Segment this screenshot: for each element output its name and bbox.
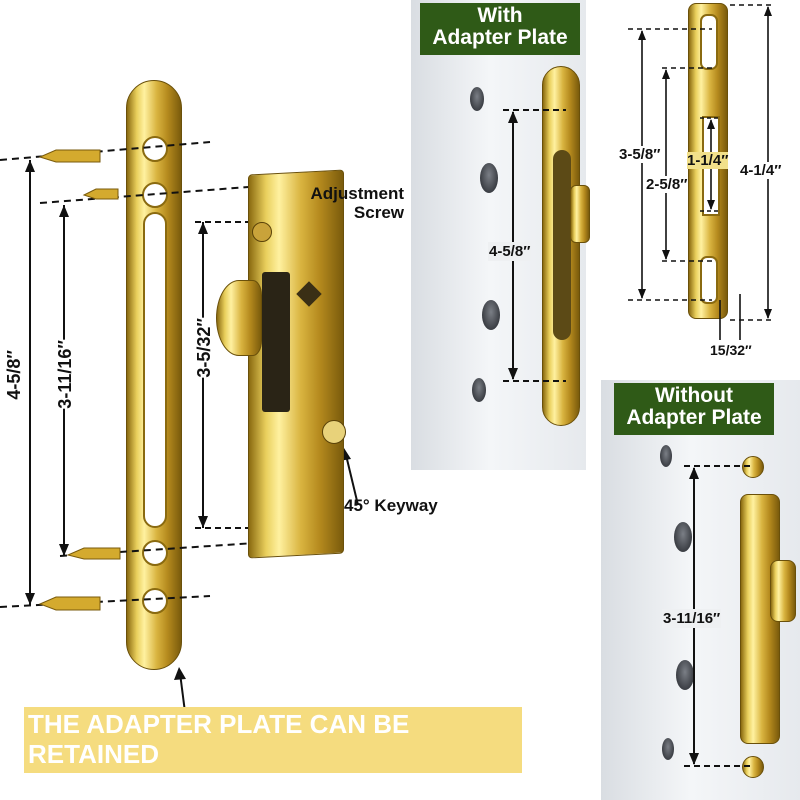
- strike-slot-bot: [700, 256, 718, 304]
- installed-plate-slot: [553, 150, 571, 340]
- installed-latch-no-plate: [770, 560, 796, 622]
- info-banner: THE ADAPTER PLATE CAN BE RETAINED OR REM…: [24, 707, 522, 799]
- strike-slot-top: [700, 14, 718, 70]
- dim-strike-a: 3-5/8″: [619, 146, 661, 163]
- dim-strike-b: 1-1/4″: [687, 152, 729, 169]
- keyway-label: 45° Keyway: [344, 496, 438, 515]
- door-hole: [660, 445, 672, 467]
- without-plate-label: Without Adapter Plate: [614, 383, 774, 435]
- adapter-plate-hole-bot1: [142, 540, 168, 566]
- keyway-slot: [322, 420, 346, 444]
- adapter-plate-slot: [143, 212, 167, 528]
- door-hole: [676, 660, 694, 690]
- dim-strike-d: 4-1/4″: [740, 162, 782, 179]
- adapter-plate-hole-top2: [142, 182, 168, 208]
- latch-hook: [216, 280, 262, 356]
- door-hole: [470, 87, 484, 111]
- door-hole: [480, 163, 498, 193]
- screw-icon: [38, 149, 121, 611]
- adjustment-screw-head: [252, 222, 272, 242]
- adapter-plate-hole-top1: [142, 136, 168, 162]
- dim-without-plate: 3-11/16″: [662, 609, 722, 628]
- door-hole: [472, 378, 486, 402]
- installed-latch: [570, 185, 590, 243]
- door-hole: [674, 522, 692, 552]
- screw-head-bottom: [742, 756, 764, 778]
- adapter-plate-hole-bot2: [142, 588, 168, 614]
- door-hole: [662, 738, 674, 760]
- dim-with-plate: 4-5/8″: [488, 242, 532, 261]
- door-hole: [482, 300, 500, 330]
- with-plate-label: With Adapter Plate: [420, 3, 580, 55]
- dim-strike-c: 2-5/8″: [646, 176, 688, 193]
- lock-window: [262, 272, 290, 412]
- adjustment-screw-label: Adjustment Screw: [310, 184, 405, 222]
- dim-strike-width: 15/32″: [710, 342, 752, 358]
- screw-head-top: [742, 456, 764, 478]
